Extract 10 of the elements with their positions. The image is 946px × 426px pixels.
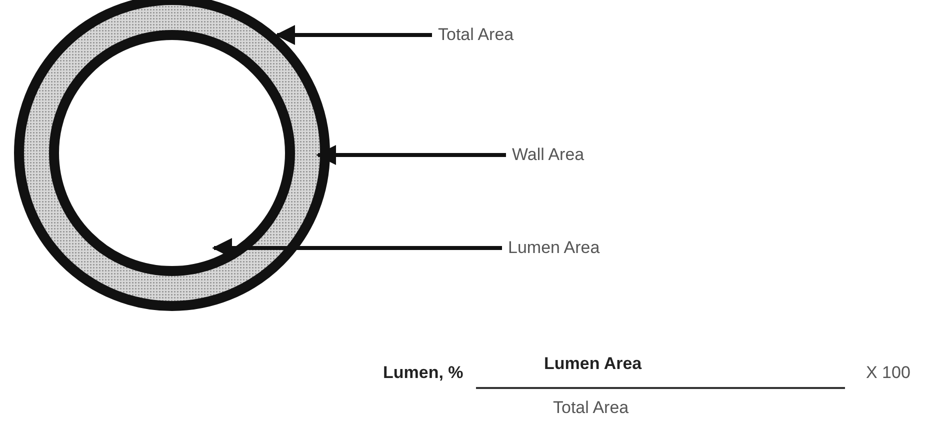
part-label: Total Area — [438, 25, 514, 45]
denominator-text: Total Area — [553, 398, 629, 418]
formula-label: Lumen, % — [383, 363, 464, 383]
leader-line — [316, 145, 506, 165]
numerator-text: Lumen Area — [544, 354, 642, 374]
lumen-circle — [49, 30, 295, 276]
multiplier-text: X 100 — [866, 363, 910, 383]
part-label: Lumen Area — [508, 238, 600, 258]
leader-line — [275, 25, 432, 45]
part-label: Wall Area — [512, 145, 584, 165]
